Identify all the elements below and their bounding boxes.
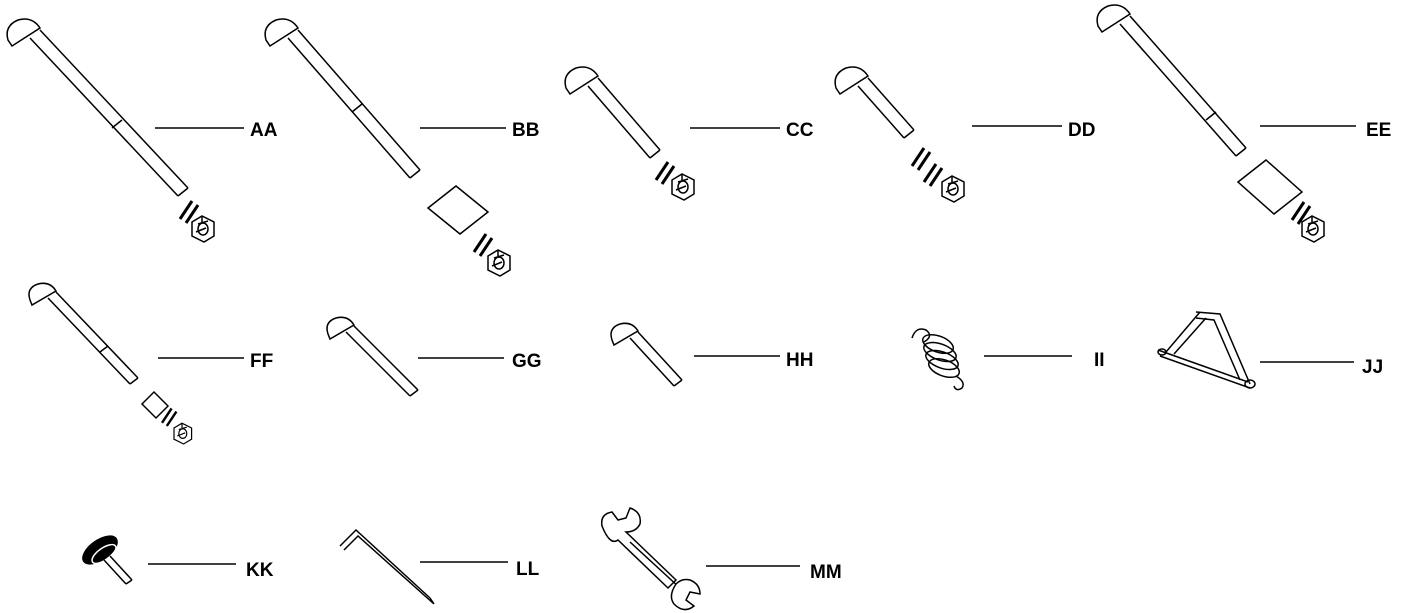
part-label-aa: AA [250,120,278,141]
nut-bb-icon [487,249,511,277]
nut-aa-icon [191,215,215,243]
part-ll: LL [339,528,540,605]
nut-ff-icon [173,422,193,445]
part-label-gg: GG [512,351,542,372]
part-dd: DD [834,66,1095,203]
part-jj: JJ [1157,311,1383,389]
washer-bb-icon [472,232,494,258]
part-label-bb: BB [512,120,539,141]
part-label-dd: DD [1068,120,1095,141]
spacer-ee-icon [1236,159,1304,215]
part-bb: BB [264,18,539,277]
hex-key-ll-icon [339,528,435,605]
bolt-ee-icon [1096,4,1247,157]
bolt-gg-icon [326,316,419,397]
bracket-jj-icon [1157,311,1256,389]
bolt-cc-icon [564,66,661,159]
part-cc: CC [564,66,814,201]
knob-kk-icon [82,535,133,585]
spring-ii-icon [911,328,964,391]
part-aa: AA [6,18,278,243]
part-label-ii: II [1094,350,1105,371]
spacer-bb-icon [426,185,490,235]
bolt-aa-icon [6,18,189,197]
part-label-cc: CC [786,120,814,141]
nut-cc-icon [671,173,695,201]
part-label-ff: FF [250,351,273,372]
part-label-mm: MM [810,562,842,583]
bolt-dd-icon [834,66,915,139]
part-ii: II [911,328,1105,391]
part-label-hh: HH [786,350,813,371]
part-ff: FF [28,282,273,445]
part-ee: EE [1096,4,1391,243]
part-hh: HH [610,322,813,387]
bolt-bb-icon [264,18,421,179]
part-mm: MM [600,507,842,611]
bolt-hh-icon [610,322,683,387]
part-kk: KK [82,535,274,585]
nut-ee-icon [1301,215,1325,243]
part-gg: GG [326,316,542,397]
nut-dd-icon [941,175,965,203]
part-label-ll: LL [516,559,540,580]
part-label-ee: EE [1366,120,1391,141]
wrench-mm-icon [600,507,701,611]
washer-dd-icon [910,146,932,172]
part-label-kk: KK [246,560,274,581]
part-label-jj: JJ [1362,357,1383,378]
spacer-ff-icon [140,390,170,420]
bolt-ff-icon [28,282,139,385]
washer-dd-2-icon [922,162,944,188]
washer-ff-icon [160,407,178,428]
